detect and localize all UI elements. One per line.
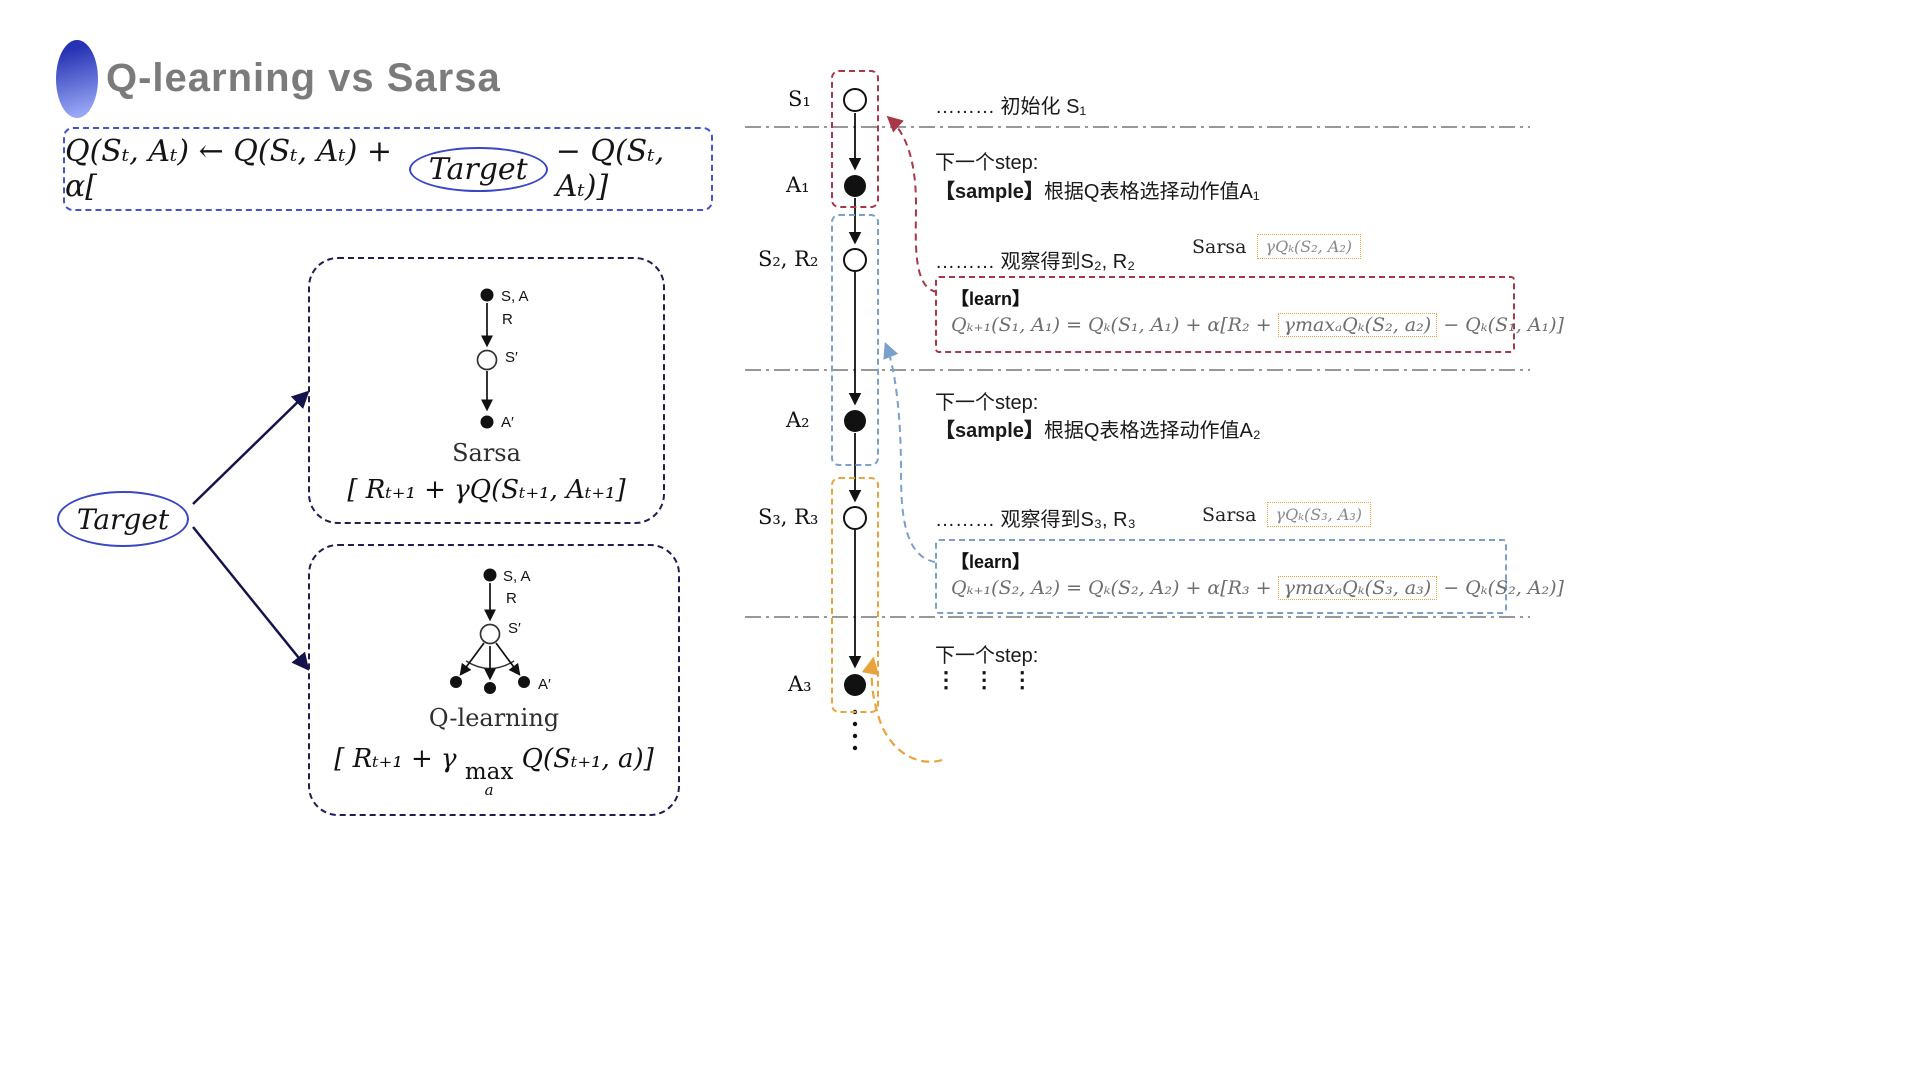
- note-observe-2: ……… 观察得到S₂, R₂: [935, 251, 1135, 273]
- update-formula-lhs: Q(Sₜ, Aₜ) ← Q(Sₜ, Aₜ) + α[: [65, 134, 393, 204]
- chain-box-step3-orange: [831, 477, 879, 713]
- learn-2-pre: Qₖ₊₁(S₂, A₂) = Qₖ(S₂, A₂) + α[R₃ +: [951, 577, 1272, 599]
- sarsa-note-2-formula: γQₖ(S₃, A₃): [1266, 502, 1372, 527]
- note-next-step-1: 下一个step:: [935, 152, 1039, 174]
- note-next-step-2: 下一个step:: [935, 392, 1039, 414]
- chain-label-s3: S₃, R₃: [758, 505, 819, 529]
- qlearning-label-sprime: S′: [508, 620, 521, 637]
- update-formula-rhs: − Q(Sₜ, Aₜ)]: [555, 134, 665, 204]
- update-formula-box: Q(Sₜ, Aₜ) ← Q(Sₜ, Aₜ) + α[ Target − Q(Sₜ…: [63, 127, 713, 211]
- qlearning-formula-pre: [ Rₜ₊₁ + γ: [334, 744, 465, 774]
- sample-1-tag: 【sample】: [935, 181, 1044, 203]
- qlearning-formula-post: Q(Sₜ₊₁, a)]: [513, 744, 654, 774]
- note-sample-2: 【sample】根据Q表格选择动作值A₂: [935, 414, 1261, 443]
- sarsa-label-aprime: A′: [501, 414, 514, 431]
- sample-2-tag: 【sample】: [935, 420, 1044, 442]
- sample-1-text: 根据Q表格选择动作值A₁: [1043, 181, 1260, 203]
- note-sample-1: 【sample】根据Q表格选择动作值A₁: [935, 175, 1260, 204]
- page-title: Q-learning vs Sarsa: [106, 56, 501, 100]
- qlearning-label-sa: S, A: [503, 568, 531, 585]
- red-feedback-arrow: [886, 115, 938, 293]
- learn-2-tag: 【learn】: [951, 552, 1031, 572]
- sarsa-note-1-label: Sarsa: [1192, 235, 1247, 258]
- orange-feedback-arrow: [861, 656, 943, 763]
- chain-label-s2: S₂, R₂: [758, 247, 819, 271]
- target-ellipse: Target: [57, 491, 189, 547]
- learn-1-tag: 【learn】: [951, 289, 1031, 309]
- sarsa-name: Sarsa: [452, 439, 521, 467]
- max-subscript: a: [484, 781, 494, 799]
- qlearning-label-r: R: [506, 590, 517, 607]
- sarsa-label-sa: S, A: [501, 288, 529, 305]
- sample-2-text: 根据Q表格选择动作值A₂: [1043, 420, 1261, 442]
- arrow-target-to-sarsa: [192, 390, 310, 505]
- note-observe-3: ……… 观察得到S₃, R₃: [935, 509, 1136, 531]
- feedback-arrows: [861, 115, 943, 763]
- sarsa-label-r: R: [502, 311, 513, 328]
- learn-2-formula: Qₖ₊₁(S₂, A₂) = Qₖ(S₂, A₂) + α[R₃ + γmaxₐ…: [951, 576, 1564, 600]
- note-init-s1: ……… 初始化 S₁: [935, 96, 1087, 118]
- chain-label-s1: S₁: [788, 87, 811, 111]
- continuation-dots: ⋮ ⋮ ⋮: [935, 667, 1039, 692]
- sarsa-target-formula: [ Rₜ₊₁ + γQ(Sₜ₊₁, Aₜ₊₁]: [347, 475, 626, 505]
- sarsa-note-2: Sarsa γQₖ(S₃, A₃): [1202, 502, 1372, 527]
- note-next-step-3: 下一个step:: [935, 645, 1039, 667]
- title-decoration-sphere: [56, 40, 98, 118]
- qlearning-name: Q-learning: [428, 704, 560, 732]
- learn-2-boxed-term: γmaxₐQₖ(S₃, a₃): [1277, 576, 1438, 600]
- chain-box-step2-blue: [831, 214, 879, 466]
- blue-feedback-arrow: [883, 342, 936, 563]
- sarsa-option-box: S, A R S′ A′ Sarsa [ Rₜ₊₁ + γQ(Sₜ₊₁, Aₜ₊…: [308, 257, 665, 524]
- update-formula-target-oval: Target: [408, 146, 548, 192]
- arrow-target-to-qlearning: [192, 526, 310, 671]
- max-word: max: [464, 759, 514, 785]
- sarsa-note-1-formula: γQₖ(S₂, A₂): [1256, 234, 1362, 259]
- learn-box-1: 【learn】 Qₖ₊₁(S₁, A₁) = Qₖ(S₁, A₁) + α[R₂…: [935, 276, 1564, 353]
- learn-1-formula: Qₖ₊₁(S₁, A₁) = Qₖ(S₁, A₁) + α[R₂ + γmaxₐ…: [951, 313, 1564, 337]
- sarsa-note-1: Sarsa γQₖ(S₂, A₂): [1192, 234, 1362, 259]
- chain-label-a2: A₂: [786, 408, 810, 432]
- qlearning-label-aprime: A′: [538, 676, 551, 693]
- chain-label-a1: A₁: [786, 173, 810, 197]
- learn-1-boxed-term: γmaxₐQₖ(S₂, a₂): [1277, 313, 1438, 337]
- learn-1-pre: Qₖ₊₁(S₁, A₁) = Qₖ(S₁, A₁) + α[R₂ +: [951, 314, 1272, 336]
- sarsa-label-sprime: S′: [505, 349, 518, 366]
- target-branch-arrows: [192, 390, 310, 671]
- sarsa-note-2-label: Sarsa: [1202, 503, 1257, 526]
- chain-label-a3: A₃: [788, 672, 812, 696]
- learn-1-post: − Qₖ(S₁, A₁)]: [1443, 314, 1564, 336]
- learn-box-2: 【learn】 Qₖ₊₁(S₂, A₂) = Qₖ(S₂, A₂) + α[R₃…: [935, 539, 1564, 614]
- learn-2-post: − Qₖ(S₂, A₂)]: [1443, 577, 1564, 599]
- chain-box-step1-red: [831, 70, 879, 208]
